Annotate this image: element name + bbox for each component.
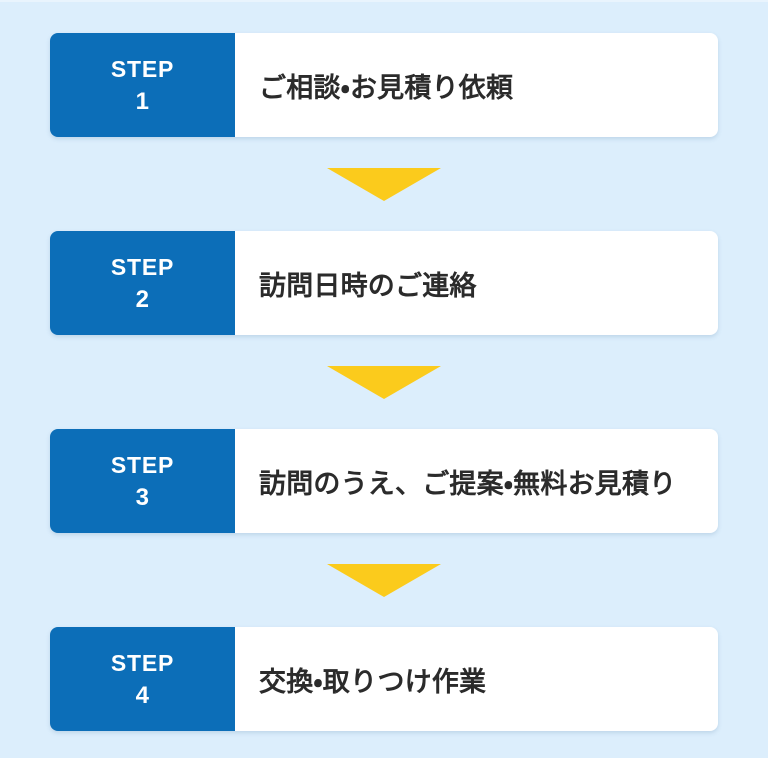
- step-label-1: STEP: [110, 56, 175, 82]
- step-card-4: 交換・取りつけ作業: [235, 627, 718, 731]
- step-label-2: STEP: [110, 254, 175, 280]
- flow-arrow-3: [0, 533, 768, 627]
- triangle-down-icon: [327, 365, 441, 399]
- triangle-down-icon: [327, 167, 441, 201]
- flow-arrow-1: [0, 137, 768, 231]
- step-number-4: 4: [135, 682, 150, 709]
- step-card-1: ご相談・お見積り依頼: [235, 33, 718, 137]
- triangle-down-icon: [327, 563, 441, 597]
- step-badge-1: STEP 1: [50, 33, 235, 137]
- step-title-2: 訪問日時のご連絡: [259, 270, 477, 301]
- step-card-2: 訪問日時のご連絡: [235, 231, 718, 335]
- step-badge-2: STEP 2: [50, 231, 235, 335]
- step-badge-3: STEP 3: [50, 429, 235, 533]
- step-label-4: STEP: [110, 650, 175, 676]
- step-badge-4: STEP 4: [50, 627, 235, 731]
- step-row-4: STEP 4 交換・取りつけ作業: [50, 627, 718, 731]
- step-title-4: 交換・取りつけ作業: [259, 666, 487, 697]
- step-card-3: 訪問のうえ、ご提案・無料お見積り: [235, 429, 718, 533]
- step-title-3: 訪問のうえ、ご提案・無料お見積り: [259, 468, 677, 499]
- step-number-3: 3: [135, 484, 150, 511]
- top-hairline: [0, 0, 768, 2]
- step-number-1: 1: [135, 88, 150, 115]
- step-row-3: STEP 3 訪問のうえ、ご提案・無料お見積り: [50, 429, 718, 533]
- step-row-1: STEP 1 ご相談・お見積り依頼: [50, 33, 718, 137]
- flow-arrow-2: [0, 335, 768, 429]
- step-number-2: 2: [135, 286, 150, 313]
- step-row-2: STEP 2 訪問日時のご連絡: [50, 231, 718, 335]
- step-title-1: ご相談・お見積り依頼: [259, 72, 514, 103]
- step-label-3: STEP: [110, 452, 175, 478]
